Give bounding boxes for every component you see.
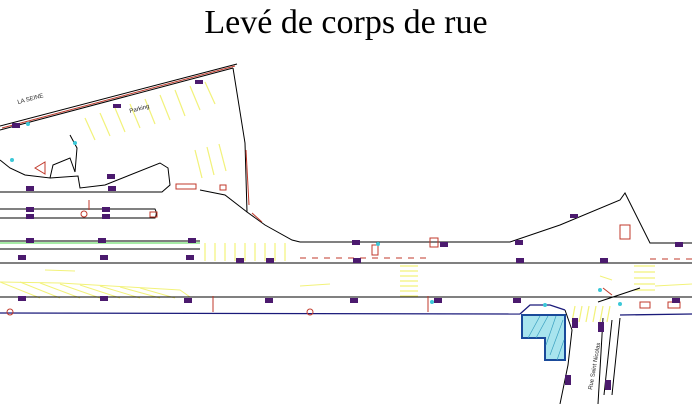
crosswalk-side-street xyxy=(571,305,611,323)
curb-dashes xyxy=(300,257,692,260)
curb-lines xyxy=(0,304,692,316)
parking-stalls xyxy=(84,81,227,179)
crosswalk-center xyxy=(400,265,418,297)
street-outlines xyxy=(0,63,692,404)
river-label: LA SEINE xyxy=(17,93,44,106)
crosswalk-right xyxy=(634,265,655,291)
street-furniture xyxy=(1,65,692,316)
cyan-markers xyxy=(10,122,622,307)
road-markings xyxy=(0,81,692,323)
drawing-title: Levé de corps de rue xyxy=(204,4,488,41)
hatched-median xyxy=(0,269,692,299)
building-hatched xyxy=(521,314,566,361)
crosswalk-left xyxy=(204,243,286,261)
parking-label: Parking xyxy=(129,104,150,115)
survey-points xyxy=(12,80,683,390)
